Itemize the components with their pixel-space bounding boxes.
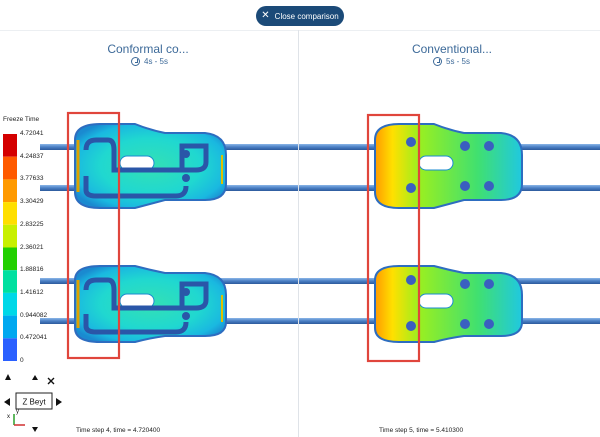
colorbar-segment (3, 315, 17, 339)
legend-tick-label: 2.83225 (20, 220, 44, 228)
simulation-view-left[interactable] (0, 80, 298, 370)
molded-part-top (374, 123, 523, 209)
pane-time-range-right: 5s - 5s (446, 57, 471, 66)
orientation-widget[interactable]: Z Beyt x y (0, 370, 70, 437)
clock-icon (131, 57, 140, 66)
molded-part-bottom (374, 265, 523, 343)
legend-colorbar (3, 134, 17, 361)
colorbar-segment (3, 156, 17, 180)
axis-y-label: y (16, 409, 19, 415)
colorbar-segment (3, 224, 17, 248)
colorbar-segment (3, 247, 17, 271)
colorbar-segment (3, 270, 17, 293)
legend-tick-label: 3.77633 (20, 175, 44, 183)
simulation-view-right[interactable] (299, 80, 600, 370)
pane-title-left: Conformal co... (107, 42, 189, 56)
rotate-up-icon (5, 374, 11, 380)
highlight-box-right (366, 113, 421, 363)
colorbar-segment (3, 134, 17, 157)
legend-tick-label: 0.944082 (20, 311, 48, 319)
orientation-label: Z Beyt (22, 398, 46, 407)
pane-time-right: 5s - 5s (433, 57, 470, 66)
legend-title: Freeze Time (3, 116, 40, 123)
arrow-right-icon (56, 398, 62, 406)
legend-tick-label: 3.30429 (20, 198, 44, 206)
clock-icon (433, 57, 442, 66)
pane-time-left: 4s - 5s (131, 57, 168, 66)
close-comparison-label: Close comparison (274, 11, 339, 21)
close-icon: ✕ (261, 10, 270, 21)
highlight-box-left (66, 111, 121, 360)
time-step-right: Time step 5, time = 5.410300 (379, 427, 464, 434)
legend-tick-label: 2.36021 (20, 243, 44, 251)
arrow-up-icon (32, 375, 38, 380)
pane-time-range-left: 4s - 5s (144, 57, 169, 66)
pane-divider (298, 30, 299, 437)
legend-tick-label: 0 (20, 357, 24, 364)
legend-tick-label: 1.41612 (20, 288, 44, 296)
axis-x-label: x (7, 414, 10, 420)
colorbar-segment (3, 202, 17, 225)
time-step-left: Time step 4, time = 4.720400 (76, 427, 161, 434)
colorbar-segment (3, 179, 17, 203)
colorbar-segment (3, 292, 17, 316)
arrow-left-icon (4, 398, 10, 406)
legend-tick-label: 4.72041 (20, 130, 44, 137)
legend-tick-label: 1.88816 (20, 266, 44, 274)
molded-part-bottom (74, 265, 227, 343)
pane-title-right: Conventional... (411, 42, 493, 56)
colorbar-segment (3, 338, 17, 361)
molded-part-top (74, 123, 227, 209)
header-divider (0, 30, 600, 31)
arrow-down-icon (32, 427, 38, 432)
legend-tick-label: 4.24837 (20, 152, 44, 160)
legend-tick-label: 0.472041 (20, 334, 48, 342)
close-comparison-button[interactable]: ✕ Close comparison (256, 6, 344, 26)
